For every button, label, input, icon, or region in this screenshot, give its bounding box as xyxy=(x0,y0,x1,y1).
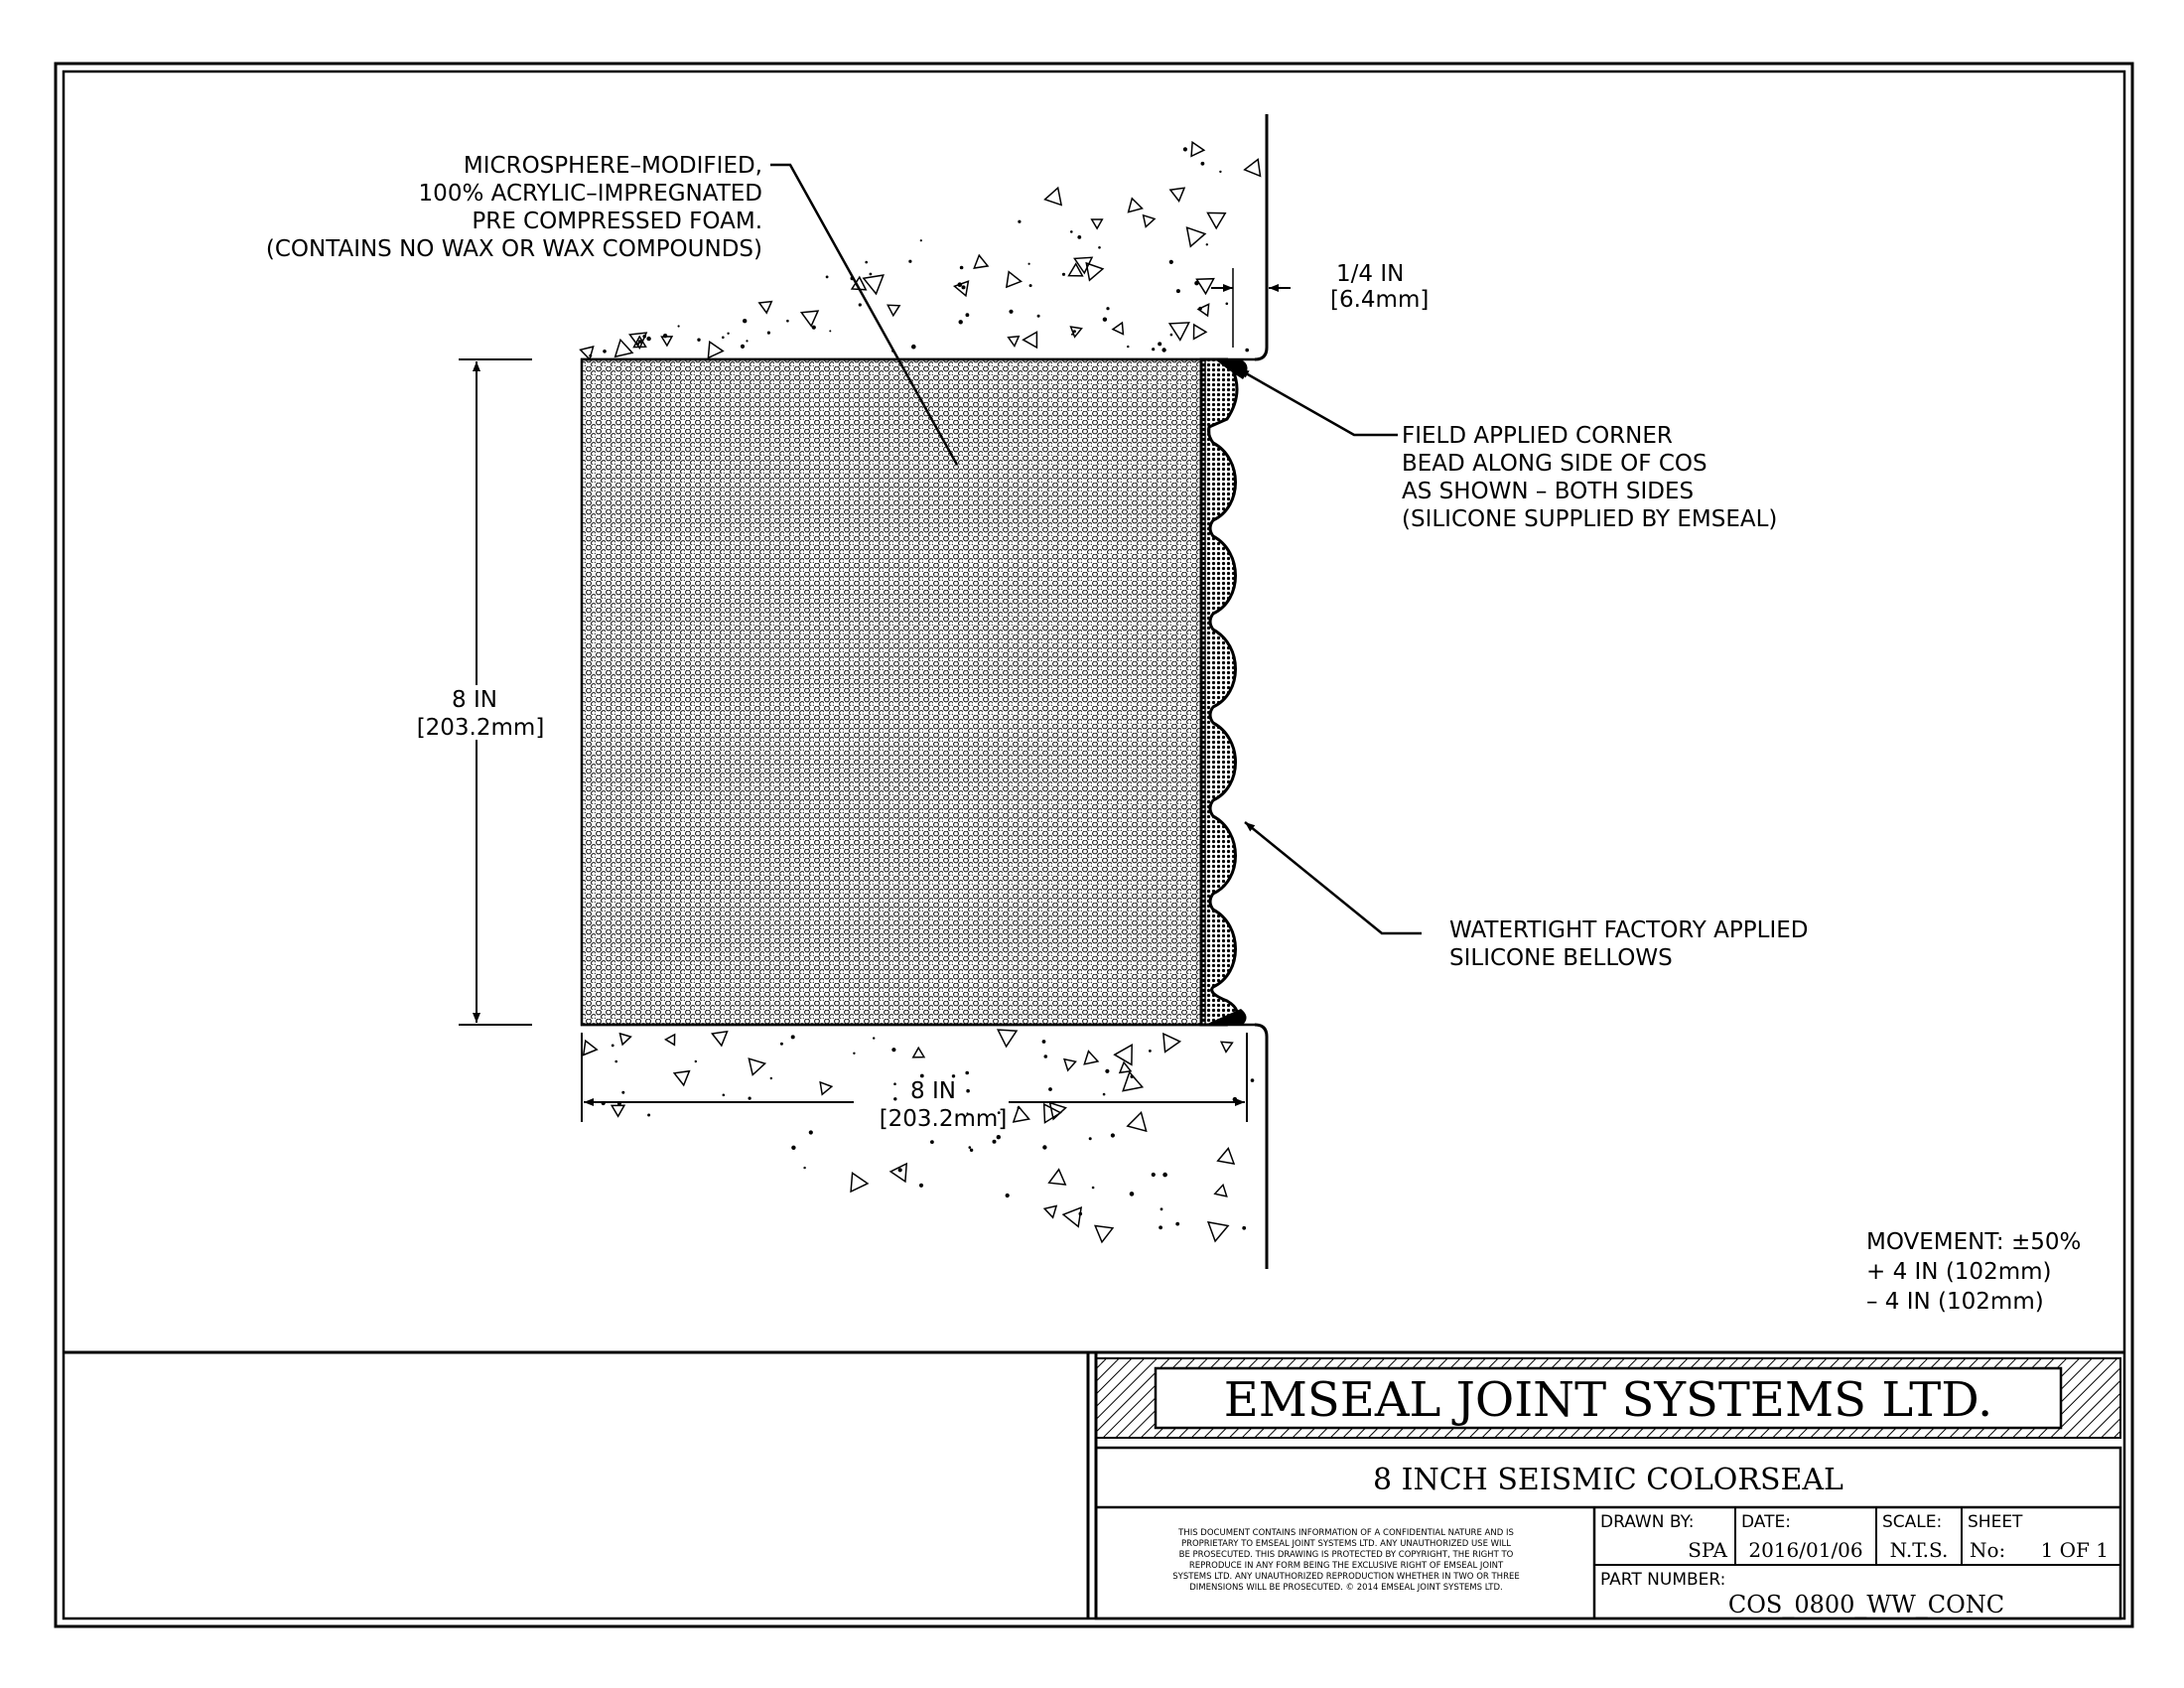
width-value: 8 IN xyxy=(910,1078,956,1104)
sheet-no-value: 1 OF 1 xyxy=(2041,1538,2109,1562)
silicone-bellows xyxy=(1199,357,1239,1027)
foam-leader xyxy=(770,163,959,466)
part-number-label: PART NUMBER: xyxy=(1600,1570,1725,1590)
movement-minus: – 4 IN (102mm) xyxy=(1866,1289,2044,1315)
disclaimer-line-4: REPRODUCE IN ANY FORM BEING THE EXCLUSIV… xyxy=(1189,1561,1504,1571)
foam-note-line-1: MICROSPHERE–MODIFIED, xyxy=(464,153,762,179)
sheet-no-label: No: xyxy=(1970,1538,2005,1562)
bellows-note-line-2: SILICONE BELLOWS xyxy=(1449,945,1673,971)
corner-bead-note-line-1: FIELD APPLIED CORNER xyxy=(1402,423,1673,449)
movement-note: MOVEMENT: ±50% + 4 IN (102mm) – 4 IN (10… xyxy=(1866,1229,2081,1315)
concrete-bottom xyxy=(581,1023,1269,1269)
disclaimer-line-5: SYSTEMS LTD. ANY UNAUTHORIZED REPRODUCTI… xyxy=(1172,1572,1519,1582)
drawn-by-label: DRAWN BY: xyxy=(1600,1512,1694,1532)
disclaimer-line-6: DIMENSIONS WILL BE PROSECUTED. © 2014 EM… xyxy=(1189,1583,1503,1593)
foam-note-line-4: (CONTAINS NO WAX OR WAX COMPOUNDS) xyxy=(266,236,762,262)
company-name: EMSEAL JOINT SYSTEMS LTD. xyxy=(1224,1372,1993,1428)
disclaimer-line-2: PROPRIETARY TO EMSEAL JOINT SYSTEMS LTD.… xyxy=(1181,1539,1511,1549)
foam-note: MICROSPHERE–MODIFIED, 100% ACRYLIC–IMPRE… xyxy=(266,153,762,262)
corner-bead-leader xyxy=(1238,367,1398,437)
movement-rating: MOVEMENT: ±50% xyxy=(1866,1229,2081,1255)
disclaimer-line-1: THIS DOCUMENT CONTAINS INFORMATION OF A … xyxy=(1177,1528,1514,1538)
width-value-metric: [203.2mm] xyxy=(880,1106,1008,1132)
height-dimension xyxy=(459,358,532,1026)
disclaimer-line-3: BE PROSECUTED. THIS DRAWING IS PROTECTED… xyxy=(1179,1550,1514,1560)
corner-bead-bottom xyxy=(1205,1009,1247,1025)
height-note: 8 IN [203.2mm] xyxy=(417,687,545,741)
gap-note-line-1: 1/4 IN xyxy=(1336,261,1404,287)
aggregate-top xyxy=(579,140,1262,361)
part-number-value: COS_0800_WW_CONC xyxy=(1728,1591,2004,1618)
foam-body xyxy=(580,357,1211,1027)
inner-border xyxy=(62,70,2126,1620)
date-label: DATE: xyxy=(1741,1512,1791,1532)
foam-note-line-2: 100% ACRYLIC–IMPREGNATED xyxy=(419,181,762,207)
bellows-leader xyxy=(1244,821,1422,935)
gap-note-line-2: [6.4mm] xyxy=(1330,287,1429,313)
height-value: 8 IN xyxy=(452,687,497,713)
date-value: 2016/01/06 xyxy=(1748,1538,1862,1562)
disclaimer: THIS DOCUMENT CONTAINS INFORMATION OF A … xyxy=(1172,1528,1519,1593)
width-note: 8 IN [203.2mm] xyxy=(880,1078,1008,1132)
height-value-metric: [203.2mm] xyxy=(417,715,545,741)
bellows-note-line-1: WATERTIGHT FACTORY APPLIED xyxy=(1449,917,1808,943)
corner-bead-note-line-3: AS SHOWN – BOTH SIDES xyxy=(1402,479,1694,504)
gap-note: 1/4 IN [6.4mm] xyxy=(1330,261,1429,313)
outer-border xyxy=(54,62,2134,1628)
company-banner xyxy=(1154,1366,2063,1430)
corner-bead-note-line-2: BEAD ALONG SIDE OF COS xyxy=(1402,451,1707,477)
corner-bead-note: FIELD APPLIED CORNER BEAD ALONG SIDE OF … xyxy=(1402,423,1777,532)
sheet-label: SHEET xyxy=(1968,1512,2023,1532)
movement-plus: + 4 IN (102mm) xyxy=(1866,1259,2051,1285)
corner-bead-note-line-4: (SILICONE SUPPLIED BY EMSEAL) xyxy=(1402,506,1777,532)
drawn-by-value: SPA xyxy=(1688,1538,1727,1562)
title-block: EMSEAL JOINT SYSTEMS LTD. 8 INCH SEISMIC… xyxy=(1086,1352,2122,1620)
drawing-title: 8 INCH SEISMIC COLORSEAL xyxy=(1373,1463,1843,1497)
scale-value: N.T.S. xyxy=(1890,1538,1949,1562)
joint-detail: MICROSPHERE–MODIFIED, 100% ACRYLIC–IMPRE… xyxy=(266,114,2081,1315)
aggregate-bottom xyxy=(582,1029,1255,1244)
foam-note-line-3: PRE COMPRESSED FOAM. xyxy=(472,209,762,234)
gap-dimension xyxy=(1211,268,1291,348)
width-dimension xyxy=(581,1033,1248,1122)
bellows-note: WATERTIGHT FACTORY APPLIED SILICONE BELL… xyxy=(1449,917,1808,971)
scale-label: SCALE: xyxy=(1882,1512,1942,1532)
